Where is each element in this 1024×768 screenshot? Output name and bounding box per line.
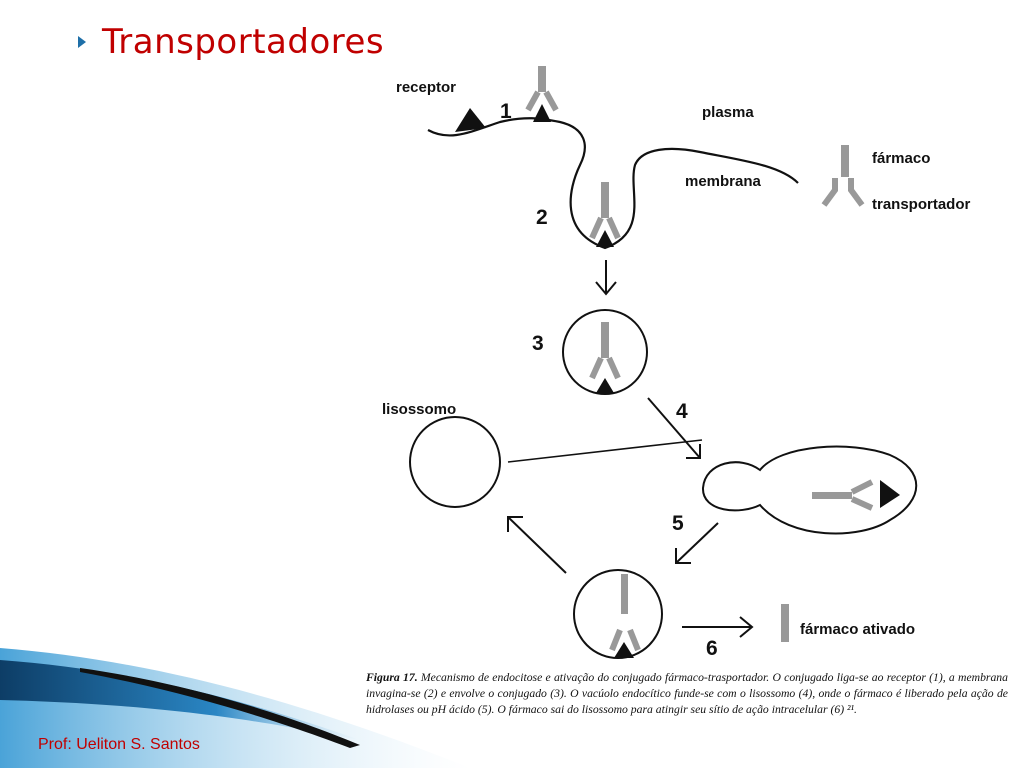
activated-drug-icon	[781, 604, 789, 642]
step-4-label: 4	[676, 400, 688, 423]
figure-caption-text: Mecanismo de endocitose e ativação do co…	[366, 671, 1008, 716]
step-3-label: 3	[532, 332, 544, 355]
arrow-step5	[675, 522, 719, 564]
arrow-step6	[682, 616, 754, 638]
arrow-to-lysosome	[507, 516, 567, 574]
step-6-label: 6	[706, 637, 718, 660]
title-row: Transportadores	[78, 22, 384, 62]
conjugate-step2-icon	[589, 182, 621, 247]
figure-number: Figura 17.	[366, 671, 418, 684]
transporter-legend-icon	[821, 178, 865, 207]
membrana-label: membrana	[685, 173, 762, 190]
farmaco-ativado-label: fármaco ativado	[800, 621, 915, 638]
receptor-icon	[455, 108, 486, 132]
drug-legend-icon	[841, 145, 849, 177]
step-5-label: 5	[672, 512, 684, 535]
lysosome	[409, 416, 501, 508]
conjugate-step3-icon	[589, 322, 621, 393]
step-2-label: 2	[536, 206, 548, 229]
vesicle-step3	[562, 309, 648, 395]
figure-caption: Figura 17. Mecanismo de endocitose e ati…	[366, 670, 1008, 718]
vesicle-step6	[573, 569, 663, 659]
decorative-swoosh	[0, 648, 470, 768]
arrow-2-to-3	[595, 260, 617, 296]
arrow-step4	[647, 397, 701, 459]
plasma-membrane	[427, 117, 799, 250]
slide-title: Transportadores	[102, 22, 385, 62]
conjugate-step1-icon	[525, 66, 559, 122]
lysosome-fusion-line	[507, 439, 703, 463]
step-1-label: 1	[500, 100, 512, 123]
transportador-legend-label: transportador	[872, 196, 971, 213]
receptor-label: receptor	[396, 79, 456, 96]
conjugate-vacuole-icon	[812, 479, 900, 511]
plasma-label: plasma	[702, 104, 754, 121]
author-credit: Prof: Ueliton S. Santos	[38, 736, 200, 753]
fused-vacuole	[701, 445, 918, 535]
lisossomo-label: lisossomo	[382, 401, 456, 418]
conjugate-step6-icon	[609, 574, 641, 658]
farmaco-legend-label: fármaco	[872, 150, 930, 167]
bullet-arrow-icon	[78, 36, 86, 48]
